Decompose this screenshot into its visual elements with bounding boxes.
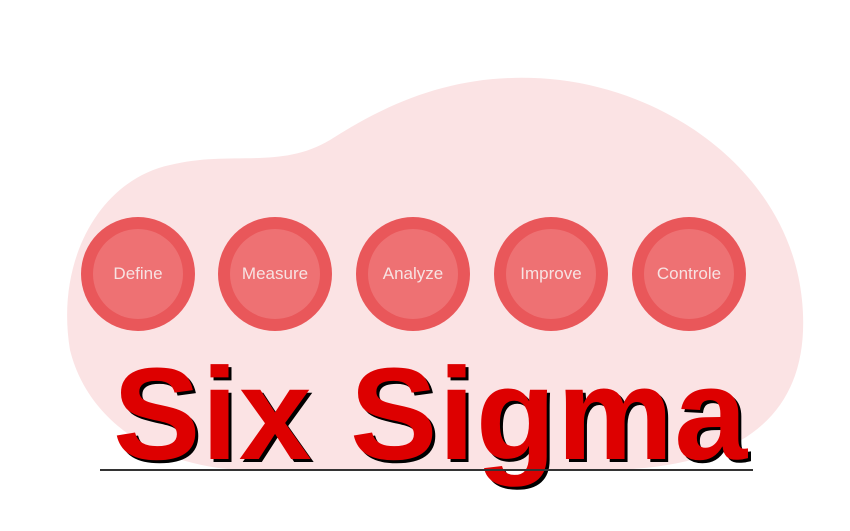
step-label: Controle [644,229,734,319]
step-measure: Measure [218,217,332,331]
step-analyze: Analyze [356,217,470,331]
step-label: Define [93,229,183,319]
step-label: Analyze [368,229,458,319]
underline-divider [100,469,753,471]
title: Six Sigma [113,340,749,487]
step-define: Define [81,217,195,331]
step-control: Controle [632,217,746,331]
step-label: Measure [230,229,320,319]
step-improve: Improve [494,217,608,331]
step-label: Improve [506,229,596,319]
